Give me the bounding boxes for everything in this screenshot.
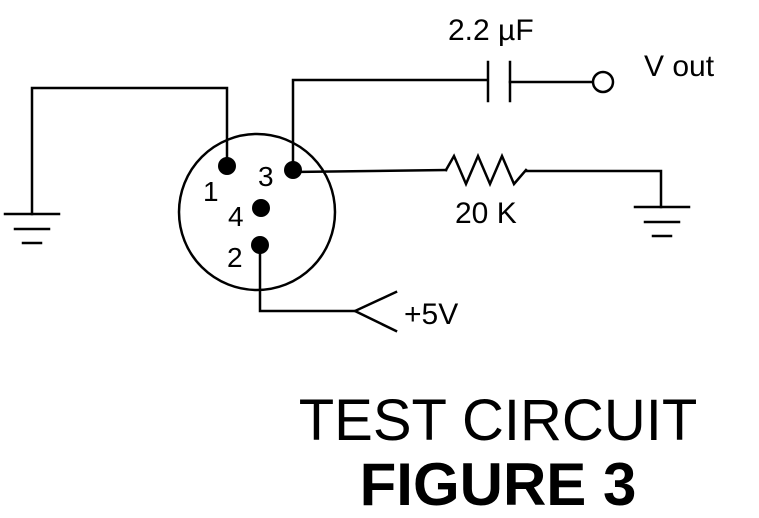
supply-label: +5V	[404, 298, 458, 331]
figure-number: FIGURE 3	[360, 451, 637, 518]
capacitor-wire	[291, 78, 489, 172]
supply-wire	[258, 243, 357, 313]
pin-2-label: 2	[227, 242, 243, 273]
pin-3-label: 3	[258, 161, 274, 192]
pin-1-dot	[218, 157, 236, 175]
pin-4-dot	[252, 199, 270, 217]
vout-label: V out	[644, 50, 715, 83]
resistor-wire-left	[291, 168, 448, 174]
capacitor-symbol	[486, 60, 512, 103]
resistor-label: 20 K	[455, 197, 517, 230]
pin-2-dot	[251, 236, 269, 254]
ground-symbol-right	[633, 205, 691, 238]
resistor-wire-right	[524, 169, 663, 209]
connector-circle	[177, 132, 337, 292]
capacitor-label: 2.2 µF	[448, 14, 534, 47]
pin-4-label: 4	[228, 201, 244, 232]
vout-terminal	[591, 70, 615, 94]
resistor-symbol	[444, 152, 528, 188]
pin-3-dot	[284, 161, 302, 179]
supply-arrow	[352, 290, 398, 333]
ground-wire-left	[30, 86, 229, 216]
pin-1-label: 1	[203, 176, 219, 207]
ground-symbol-left	[3, 212, 61, 245]
figure-title: TEST CIRCUIT	[299, 388, 698, 453]
